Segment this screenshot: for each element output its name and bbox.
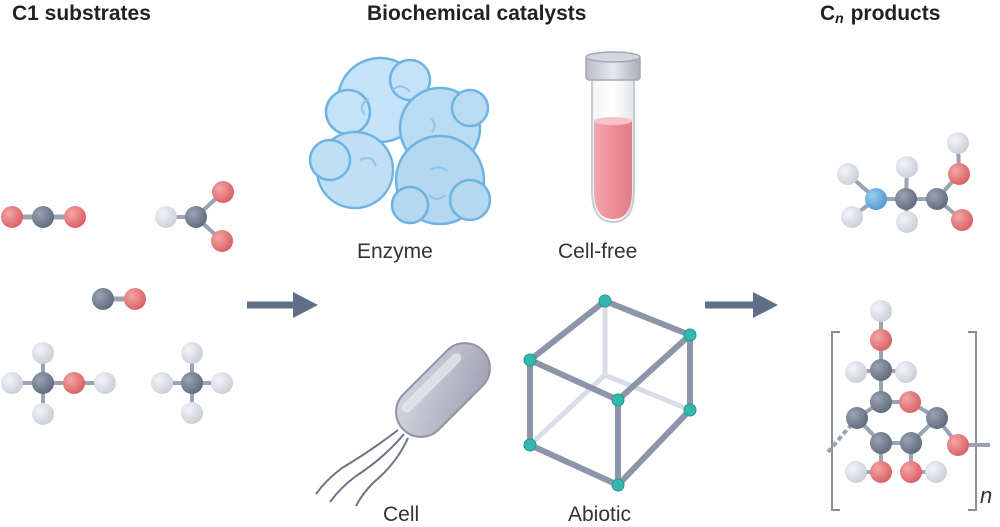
bacterial-cell-illustration — [315, 342, 491, 507]
label-polymer-repeat: n — [980, 483, 993, 508]
molecule-carbon-dioxide — [1, 206, 86, 228]
enzyme-illustration — [308, 56, 492, 226]
molecule-polymer — [826, 300, 990, 511]
molecule-formate — [155, 181, 234, 252]
molecule-carbon-monoxide — [92, 288, 146, 310]
heading-cn-products: Cn products — [820, 2, 941, 26]
heading-c1-substrates: C1 substrates — [12, 2, 151, 25]
label-cell-free: Cell-free — [558, 240, 638, 263]
arrow-substrates-to-catalysts — [247, 292, 318, 318]
test-tube-illustration — [585, 51, 641, 224]
heading-biochemical-catalysts: Biochemical catalysts — [367, 2, 587, 25]
label-cell: Cell — [383, 503, 420, 526]
molecule-amino-acid — [837, 132, 973, 233]
abiotic-cube-illustration — [523, 294, 697, 492]
molecule-methanol — [1, 342, 116, 425]
label-enzyme: Enzyme — [357, 240, 433, 263]
label-abiotic: Abiotic — [568, 503, 632, 526]
arrow-catalysts-to-products — [705, 292, 778, 318]
molecule-methane — [151, 342, 233, 424]
